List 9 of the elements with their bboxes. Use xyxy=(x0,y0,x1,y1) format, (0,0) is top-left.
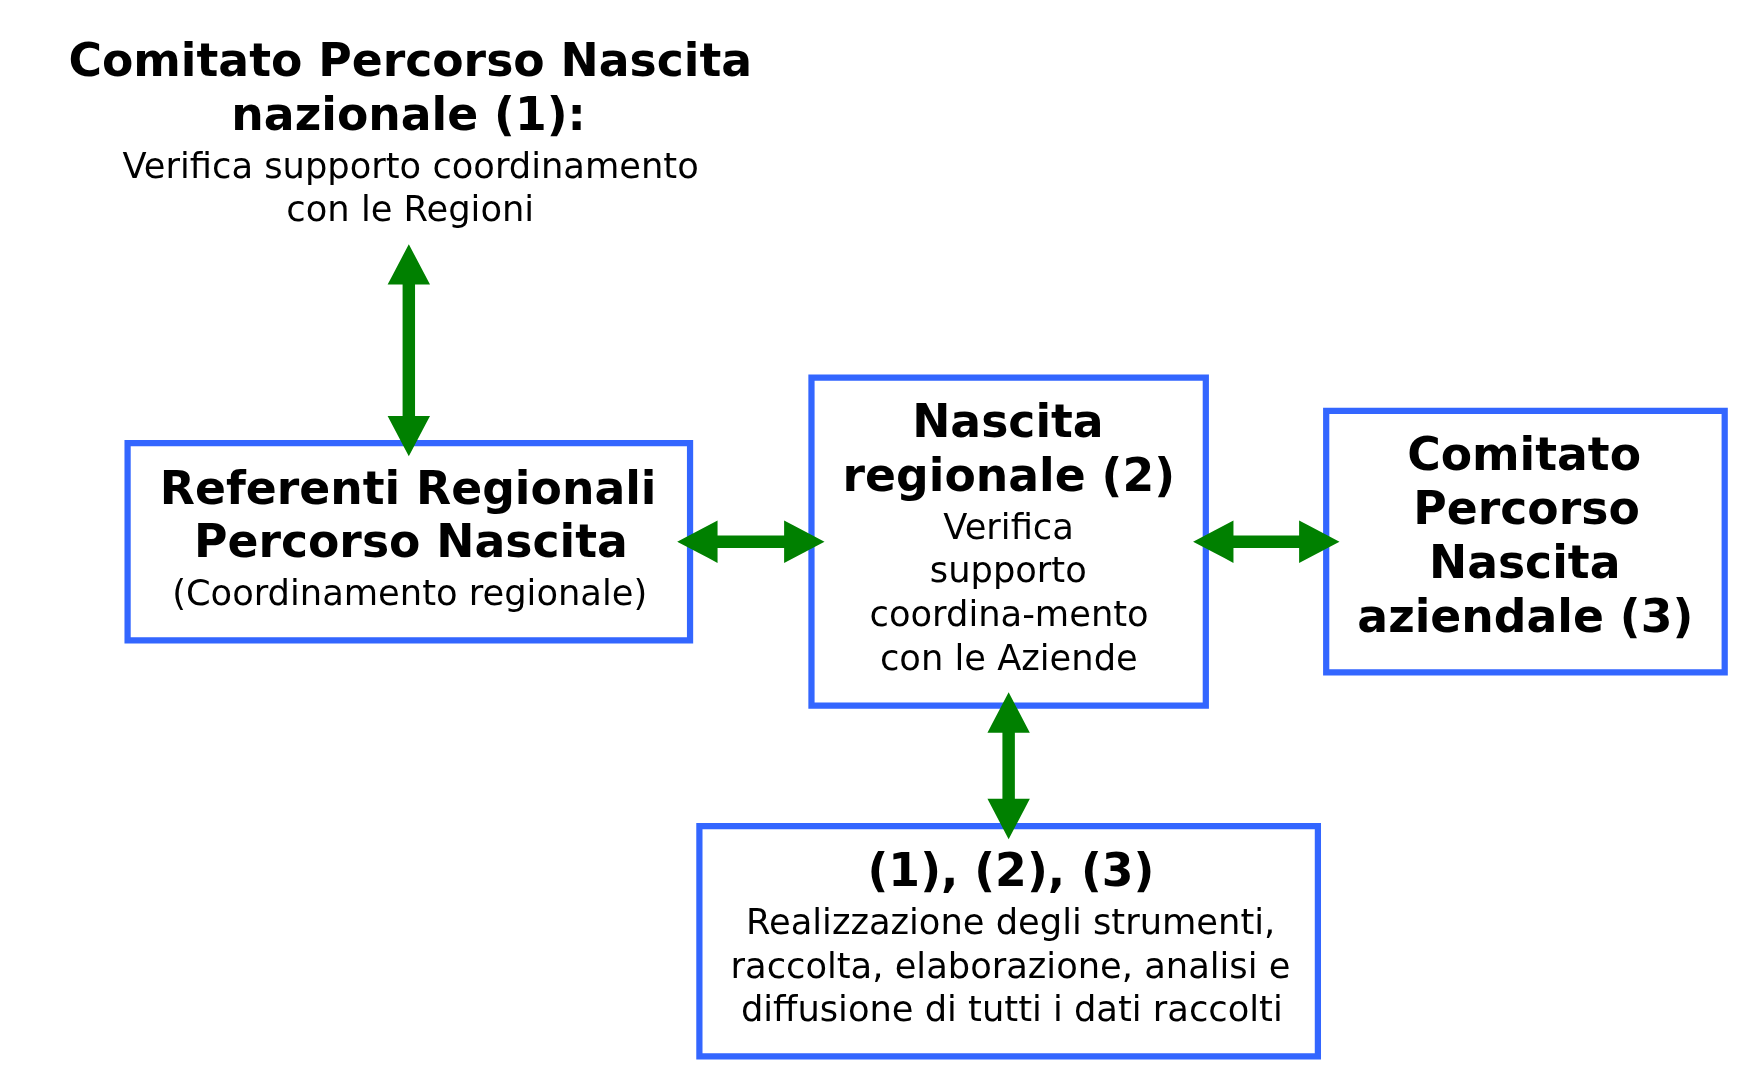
arrow xyxy=(987,692,1030,840)
node-box: Referenti Regionali Percorso Nascita (Coordinamento regionale) xyxy=(124,440,694,644)
node-box: (1), (2), (3) Realizzazione degli strumenti, raccolta, elaborazione, analisi e diffusione di tutti i dati raccolti xyxy=(696,822,1321,1060)
node-box: Nascita regionale (2) Verifica supporto coordina-mento con le Aziende xyxy=(808,374,1209,709)
arrow xyxy=(1193,520,1340,563)
node-text: Comitato Percorso Nascita nazionale (1): Verifica supporto coordinamento con le Regioni xyxy=(68,33,753,230)
arrow xyxy=(387,244,431,457)
node-box: Comitato Percorso Nascita aziendale (3) xyxy=(1323,407,1728,676)
arrow xyxy=(677,520,825,563)
